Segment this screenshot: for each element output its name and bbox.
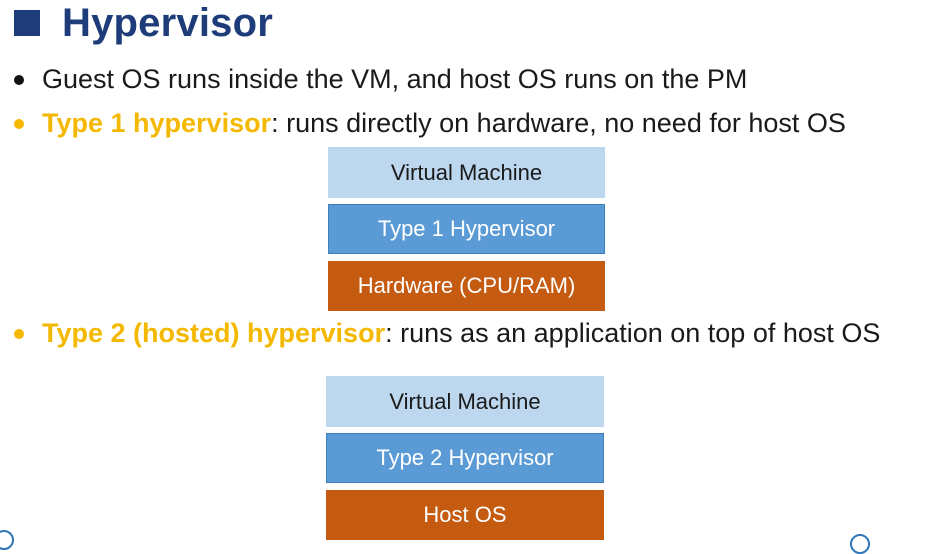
dot-bullet-icon <box>14 118 24 129</box>
logo-icon <box>850 534 870 554</box>
layer-type1-hypervisor: Type 1 Hypervisor <box>328 204 605 254</box>
bullet-highlight: Type 2 (hosted) hypervisor <box>42 318 386 348</box>
bullet-type2: Type 2 (hosted) hypervisor: runs as an a… <box>14 318 880 349</box>
layer-hardware: Hardware (CPU/RAM) <box>328 261 605 311</box>
dot-bullet-icon <box>14 74 24 85</box>
type1-stack-diagram: Virtual Machine Type 1 Hypervisor Hardwa… <box>328 147 605 312</box>
type2-stack-diagram: Virtual Machine Type 2 Hypervisor Host O… <box>326 376 604 541</box>
layer-type2-hypervisor: Type 2 Hypervisor <box>326 433 604 483</box>
page-title: Hypervisor <box>62 0 273 45</box>
bullet-text: : runs directly on hardware, no need for… <box>271 108 846 138</box>
slide-heading: Hypervisor <box>14 0 273 46</box>
layer-virtual-machine: Virtual Machine <box>326 376 604 427</box>
bullet-guest-host-os: Guest OS runs inside the VM, and host OS… <box>14 64 747 95</box>
dot-bullet-icon <box>14 328 24 339</box>
bullet-text: : runs as an application on top of host … <box>385 318 881 348</box>
logo-icon <box>0 530 14 550</box>
bullet-text: Guest OS runs inside the VM, and host OS… <box>42 64 748 94</box>
square-bullet-icon <box>14 10 40 36</box>
bullet-type1: Type 1 hypervisor: runs directly on hard… <box>14 108 846 139</box>
layer-virtual-machine: Virtual Machine <box>328 147 605 198</box>
layer-host-os: Host OS <box>326 490 604 540</box>
bullet-highlight: Type 1 hypervisor <box>42 108 272 138</box>
